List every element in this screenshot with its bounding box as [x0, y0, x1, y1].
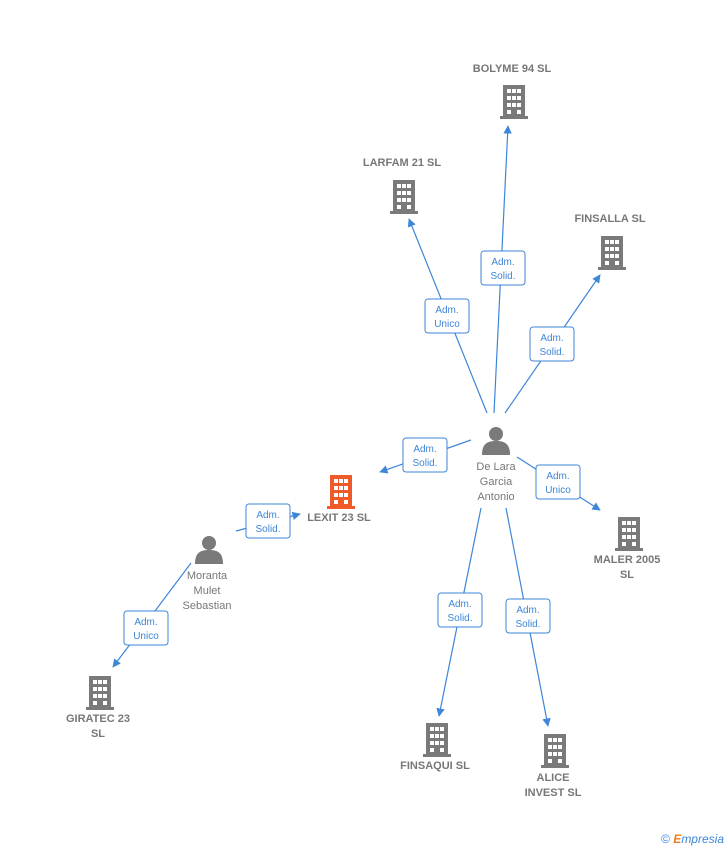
node-label: SL: [91, 728, 105, 740]
node-label: FINSAQUI SL: [400, 760, 470, 772]
building-icon: [500, 85, 528, 119]
person-icon: [482, 427, 510, 455]
edge-role-label[interactable]: Adm. Solid.: [505, 598, 551, 634]
node-label: GIRATEC 23: [66, 713, 130, 725]
building-icon: [86, 676, 114, 710]
company-node-finsalla[interactable]: FINSALLA SL: [574, 213, 646, 270]
edge-role-text: Unico: [545, 485, 571, 496]
edge-delara-bolyme: Adm. Solid.: [480, 125, 526, 414]
edge-role-text: Adm.: [256, 510, 279, 521]
edge-role-text: Solid.: [515, 619, 540, 630]
edge-role-text: Solid.: [447, 613, 472, 624]
node-label: LARFAM 21 SL: [363, 157, 442, 169]
company-node-bolyme[interactable]: BOLYME 94 SL: [473, 63, 552, 119]
edge-role-text: Solid.: [255, 524, 280, 535]
edge-role-label[interactable]: Adm. Solid.: [245, 503, 291, 539]
node-label: FINSALLA SL: [574, 213, 645, 225]
edge-delara-finsalla: Adm. Solid.: [504, 274, 601, 414]
edge-role-label[interactable]: Adm. Solid.: [437, 592, 483, 628]
node-label: Moranta: [187, 570, 228, 582]
edge-delara-lexit: Adm. Solid.: [379, 437, 472, 474]
edge-role-text: Unico: [434, 319, 460, 330]
edge-role-text: Solid.: [490, 271, 515, 282]
node-label: De Lara: [476, 461, 516, 473]
node-label: BOLYME 94 SL: [473, 63, 552, 75]
node-label: MALER 2005: [594, 554, 661, 566]
edge-role-text: Adm.: [516, 605, 539, 616]
edge-role-label[interactable]: Adm. Unico: [535, 464, 581, 500]
edge-moranta-giratec: Adm. Unico: [112, 562, 192, 668]
company-node-finsaqui[interactable]: FINSAQUI SL: [400, 723, 470, 772]
edge-role-text: Adm.: [134, 617, 157, 628]
edge-role-label[interactable]: Adm. Unico: [424, 298, 470, 334]
node-label: Mulet: [194, 585, 221, 597]
edge-role-text: Unico: [133, 631, 159, 642]
edge-delara-finsaqui: Adm. Solid.: [436, 507, 483, 717]
nodes-layer: De LaraGarciaAntonioMorantaMuletSebastia…: [66, 63, 660, 799]
edge-moranta-lexit: Adm. Solid.: [235, 503, 301, 539]
brand-logo-e: E: [673, 832, 682, 846]
edge-delara-alice: Adm. Solid.: [505, 507, 551, 727]
edge-role-text: Adm.: [448, 599, 471, 610]
edge-role-text: Adm.: [540, 333, 563, 344]
company-node-giratec[interactable]: GIRATEC 23 SL: [66, 676, 130, 740]
building-icon: [598, 236, 626, 270]
edge-role-label[interactable]: Adm. Solid.: [402, 437, 448, 473]
company-node-alice[interactable]: ALICE INVEST SL: [525, 734, 582, 799]
brand-logo-text: mpresia: [681, 832, 724, 846]
node-label: SL: [620, 569, 634, 581]
node-label: Antonio: [477, 491, 514, 503]
building-icon: [327, 475, 355, 509]
person-icon: [195, 536, 223, 564]
building-icon: [390, 180, 418, 214]
edge-role-label[interactable]: Adm. Unico: [123, 610, 169, 646]
edge-role-label[interactable]: Adm. Solid.: [529, 326, 575, 362]
edge-role-text: Solid.: [412, 458, 437, 469]
node-label: LEXIT 23 SL: [307, 512, 371, 524]
edge-delara-maler: Adm. Unico: [516, 456, 601, 511]
copyright-icon: ©: [661, 832, 670, 846]
node-label: Garcia: [480, 476, 513, 488]
company-node-lexit[interactable]: LEXIT 23 SL: [307, 475, 371, 524]
edge-delara-larfam: Adm. Unico: [407, 218, 488, 414]
building-icon: [615, 517, 643, 551]
node-label: INVEST SL: [525, 787, 582, 799]
node-label: Sebastian: [183, 600, 232, 612]
edge-role-text: Adm.: [491, 257, 514, 268]
edge-role-text: Adm.: [546, 471, 569, 482]
edges-layer: Adm.Solid.Adm.UnicoAdm.Solid.Adm.Solid.A…: [112, 125, 601, 727]
edge-role-text: Adm.: [435, 305, 458, 316]
company-node-larfam[interactable]: LARFAM 21 SL: [363, 157, 442, 214]
building-icon: [541, 734, 569, 768]
empresia-brand: © Empresia: [661, 832, 724, 846]
node-label: ALICE: [537, 772, 570, 784]
edge-role-label[interactable]: Adm. Solid.: [480, 250, 526, 286]
edge-role-text: Solid.: [539, 347, 564, 358]
edge-role-text: Adm.: [413, 444, 436, 455]
building-icon: [423, 723, 451, 757]
